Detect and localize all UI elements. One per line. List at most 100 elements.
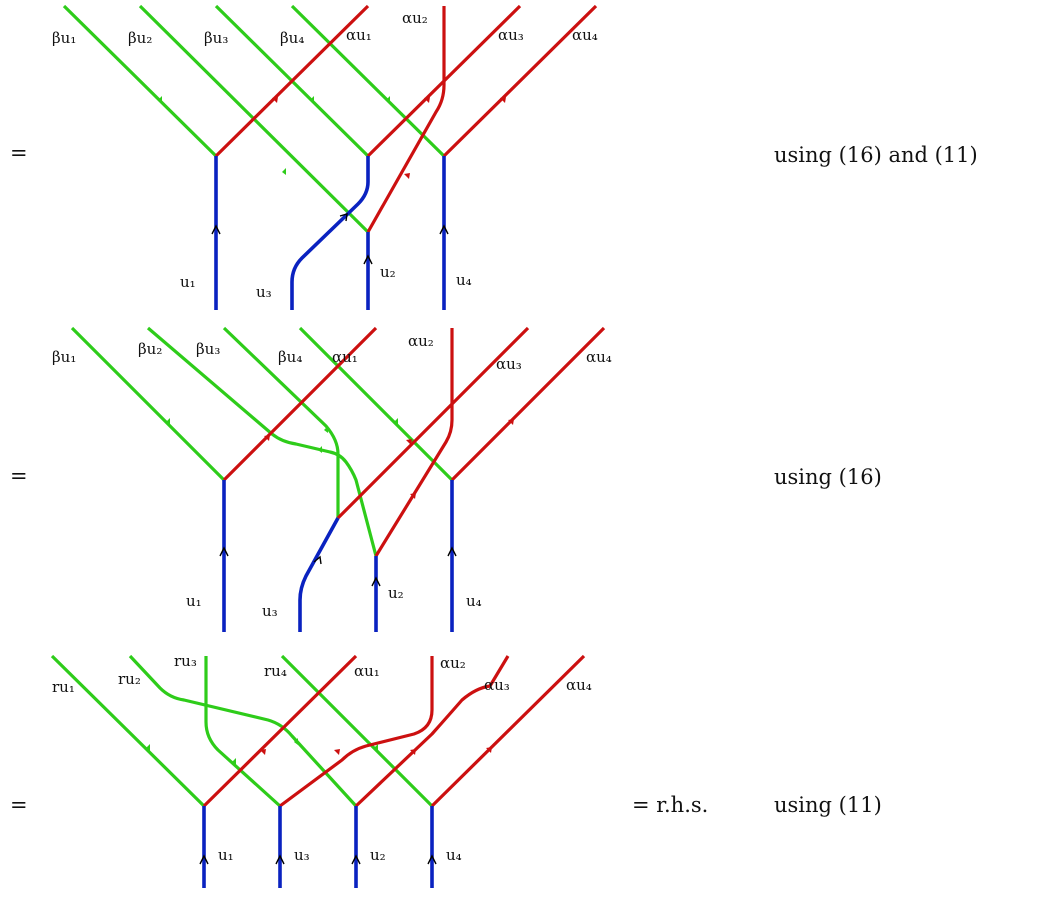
top-label: ru₃: [174, 652, 197, 670]
rhs-label: = r.h.s.: [632, 793, 708, 817]
red-strand-3: [336, 326, 530, 520]
justification-note: using (16): [774, 465, 882, 489]
arrow-mark: [386, 96, 390, 103]
top-label: βu₁: [52, 348, 76, 366]
top-label: βu₄: [278, 348, 302, 366]
green-strand-1: [50, 654, 206, 808]
arrow-mark: [211, 224, 221, 235]
red-strand-2: [366, 6, 446, 233]
red-strand-4: [442, 4, 598, 158]
arrow-mark: [275, 854, 285, 865]
arrow-mark: [486, 747, 492, 753]
arrow-marks-row3: [146, 738, 492, 865]
row-1: = βu₁ βu₂: [10, 4, 978, 310]
blue-strand-3: [298, 517, 340, 632]
arrow-mark: [500, 97, 506, 103]
top-label: αu₃: [496, 355, 522, 373]
bottom-label: u₃: [294, 846, 310, 864]
top-label: ru₁: [52, 678, 75, 696]
red-strand-1: [222, 326, 378, 482]
arrow-mark: [324, 426, 328, 433]
top-label: βu₄: [280, 29, 304, 47]
top-label: ru₄: [264, 662, 287, 680]
green-strand-2: [128, 654, 358, 808]
arrow-mark: [294, 738, 298, 745]
equals-sign-row1: =: [10, 141, 28, 165]
green-strand-4: [298, 326, 454, 482]
green-strand-4: [290, 4, 446, 158]
arrow-mark: [404, 173, 410, 179]
arrow-mark: [439, 224, 449, 235]
arrow-mark: [447, 546, 457, 557]
green-strand-1: [70, 326, 226, 482]
bottom-label: u₂: [370, 846, 386, 864]
top-label: αu₄: [566, 676, 592, 694]
arrow-mark: [260, 749, 266, 755]
arrow-mark: [146, 744, 150, 751]
bottom-label: u₂: [380, 263, 396, 281]
top-label: αu₄: [586, 348, 612, 366]
arrow-marks-row2: [166, 418, 514, 587]
top-label: αu₁: [354, 662, 380, 680]
top-label: αu₃: [484, 676, 510, 694]
top-label: βu₃: [196, 340, 220, 358]
top-label: βu₃: [204, 29, 228, 47]
arrow-mark: [166, 418, 170, 425]
red-strand-2: [374, 328, 454, 557]
green-strand-1: [62, 4, 218, 158]
arrow-mark: [394, 418, 398, 425]
red-strand-3: [366, 4, 522, 158]
row-3: = ru₁ ru₂: [10, 652, 882, 888]
equals-sign-row3: =: [10, 793, 28, 817]
arrow-mark: [264, 435, 270, 441]
top-label: αu₁: [346, 26, 372, 44]
arrow-mark: [424, 97, 430, 103]
bottom-label: u₁: [218, 846, 234, 864]
arrow-mark: [313, 555, 322, 565]
arrow-mark: [219, 546, 229, 557]
top-label: ru₂: [118, 670, 141, 688]
arrow-mark: [371, 576, 381, 587]
top-label: βu₁: [52, 29, 76, 47]
top-label: αu₂: [440, 654, 466, 672]
green-strand-4: [280, 654, 434, 808]
top-label: αu₂: [402, 9, 428, 27]
top-label: αu₃: [498, 26, 524, 44]
red-strand-1: [202, 654, 358, 808]
bottom-label: u₁: [180, 273, 196, 291]
row-2: = βu₁ βu₂: [10, 326, 882, 632]
arrow-mark: [508, 419, 514, 425]
bottom-label: u₄: [466, 592, 482, 610]
top-label: βu₂: [128, 29, 152, 47]
blue-strand-3: [290, 156, 370, 310]
bottom-label: u₄: [446, 846, 462, 864]
green-strand-3: [222, 326, 340, 518]
arrow-mark: [406, 439, 412, 445]
arrow-marks-row1: [158, 96, 506, 265]
top-label: αu₂: [408, 332, 434, 350]
bottom-label: u₄: [456, 271, 472, 289]
arrow-mark: [158, 96, 162, 103]
arrow-mark: [410, 493, 416, 499]
red-strand-4: [430, 654, 586, 808]
arrow-mark: [374, 744, 378, 751]
top-label: αu₁: [332, 348, 358, 366]
arrow-mark: [199, 854, 209, 865]
red-strand-3: [354, 655, 510, 808]
arrow-mark: [363, 254, 373, 265]
top-label: βu₂: [138, 340, 162, 358]
red-strand-1: [214, 4, 370, 158]
bottom-label: u₁: [186, 592, 202, 610]
red-strand-2: [279, 656, 434, 808]
arrow-mark: [427, 854, 437, 865]
bottom-label: u₃: [262, 602, 278, 620]
arrow-mark: [232, 758, 236, 765]
justification-note: using (16) and (11): [774, 143, 978, 167]
arrow-mark: [272, 97, 278, 103]
green-strand-3: [204, 656, 282, 808]
arrow-mark: [318, 446, 322, 453]
arrow-mark: [351, 854, 361, 865]
arrow-mark: [339, 213, 348, 222]
top-label: αu₄: [572, 26, 598, 44]
